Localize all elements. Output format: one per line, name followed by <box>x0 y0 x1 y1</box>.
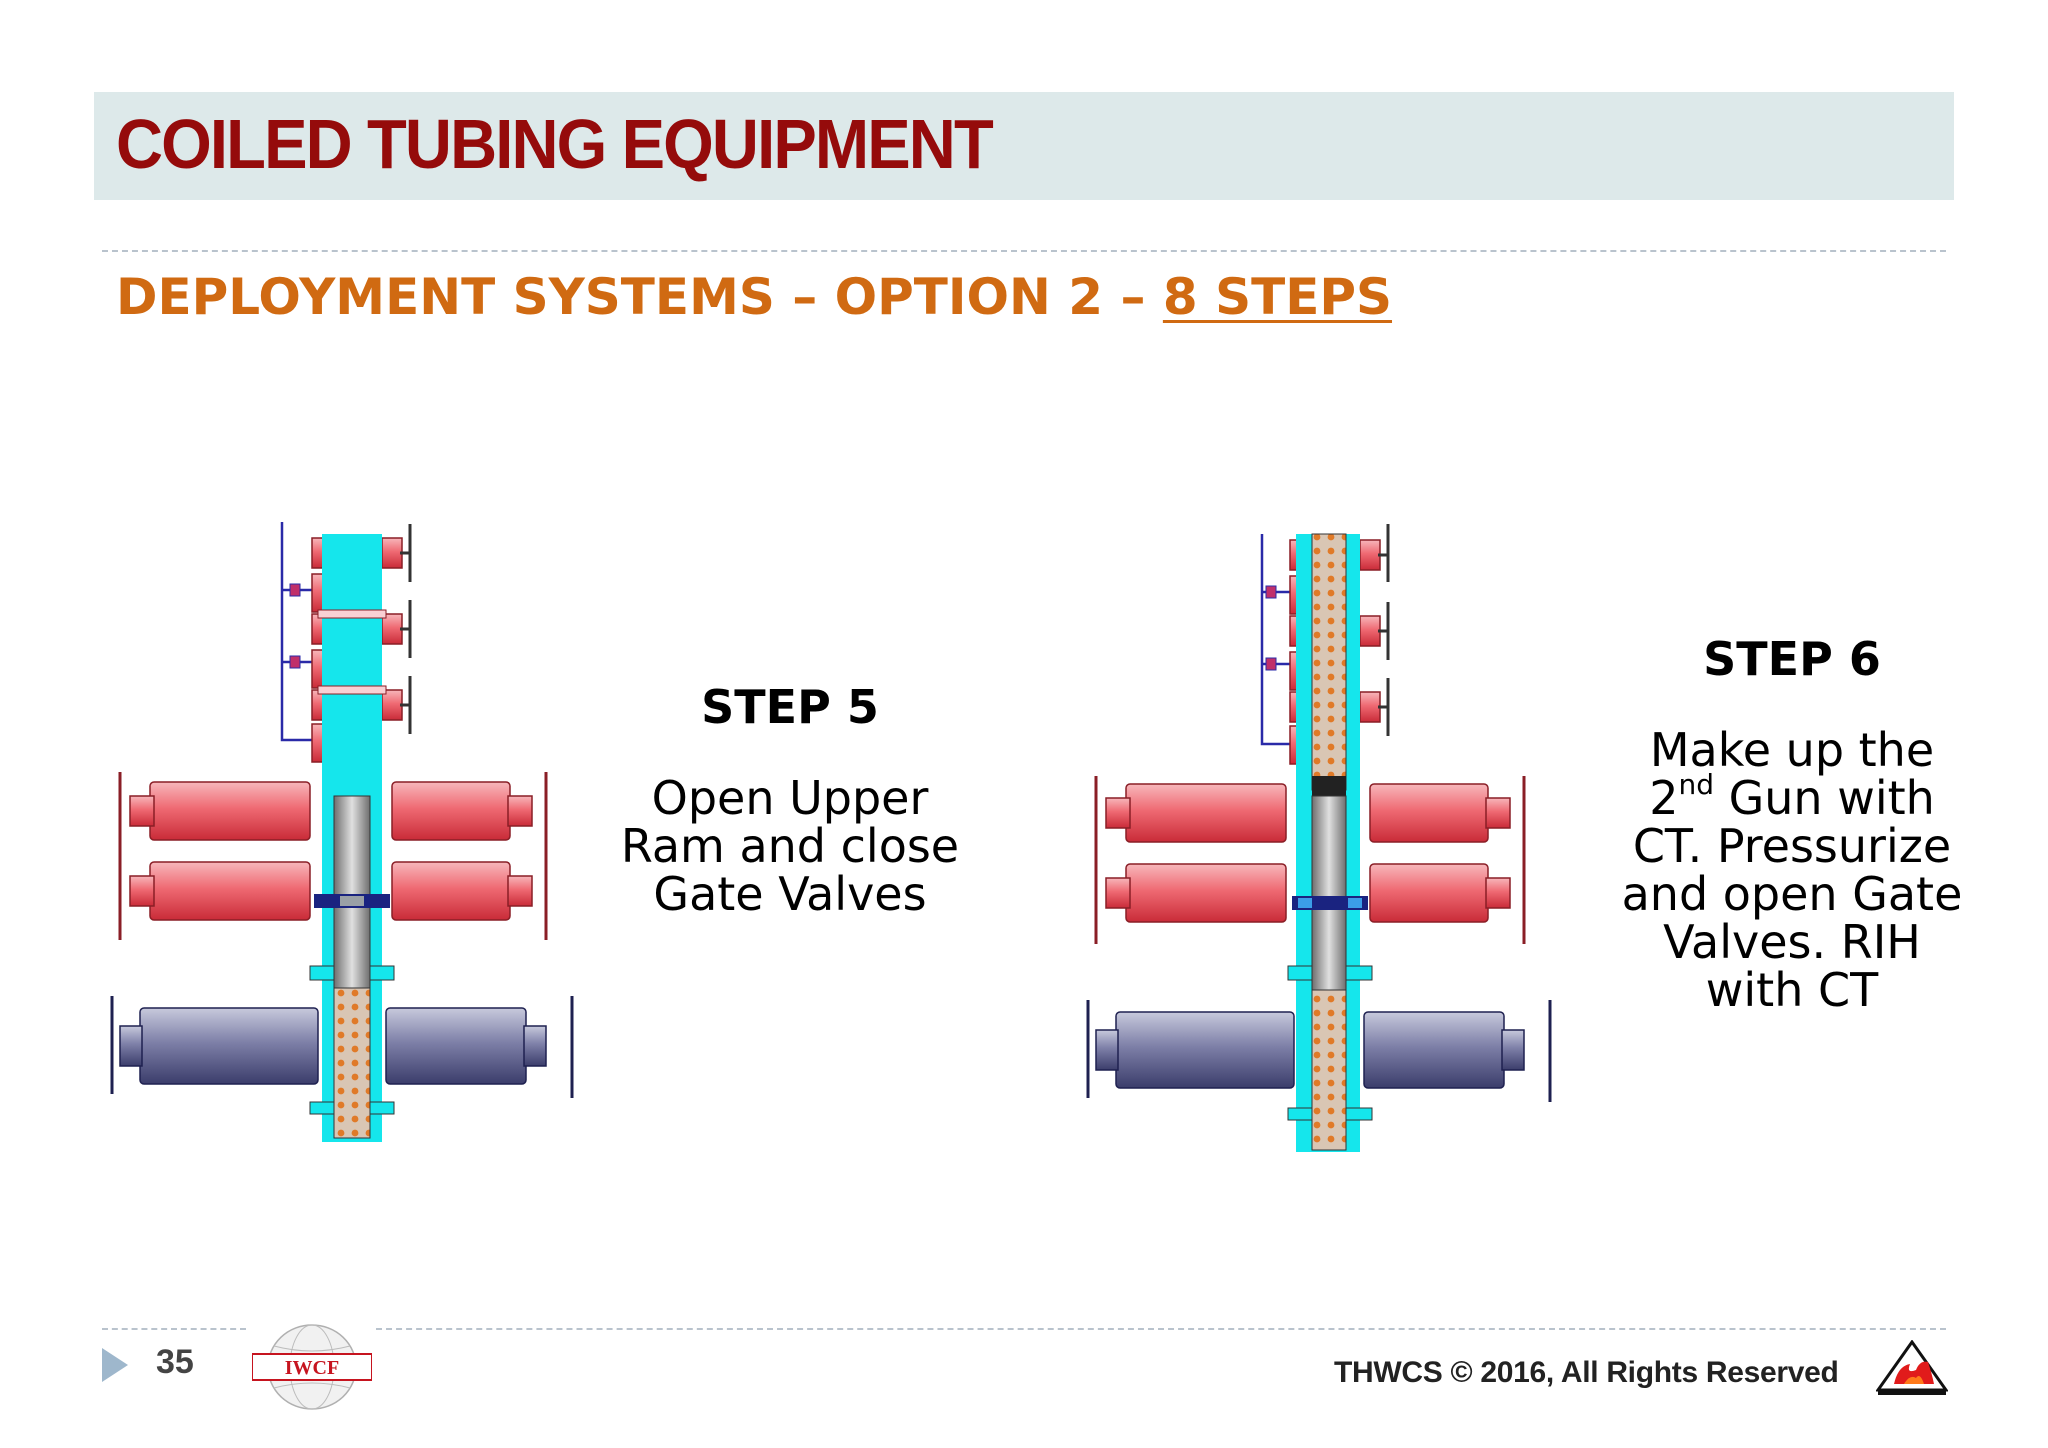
page-number: 35 <box>156 1343 194 1381</box>
bop-stack-diagram-step6 <box>1086 524 1552 1152</box>
footer-divider-right <box>376 1328 1946 1330</box>
step5-line-3: Gate Valves <box>653 867 927 921</box>
step6-line-6: with CT <box>1705 963 1879 1017</box>
bop-stack-diagram-step5 <box>110 522 574 1142</box>
page-arrow-icon <box>102 1348 128 1382</box>
slide-title: COILED TUBING EQUIPMENT <box>116 105 994 183</box>
iwcf-logo: IWCF <box>252 1324 372 1410</box>
step6-line-3: CT. Pressurize <box>1632 819 1952 873</box>
step6-description: Make up the 2nd Gun with CT. Pressurize … <box>1600 726 1984 1014</box>
thwcs-logo <box>1876 1340 1948 1395</box>
footer-divider-left <box>102 1328 246 1330</box>
step6-line-1: Make up the <box>1649 723 1935 777</box>
step6-line-5: Valves. RIH <box>1663 915 1921 969</box>
title-band: COILED TUBING EQUIPMENT <box>94 92 1954 200</box>
step5-line-1: Open Upper <box>651 771 929 825</box>
step5-text: STEP 5 Open Upper Ram and close Gate Val… <box>600 680 980 918</box>
svg-text:IWCF: IWCF <box>285 1357 339 1379</box>
subtitle-text: DEPLOYMENT SYSTEMS – OPTION 2 – <box>116 268 1163 326</box>
slide-subtitle: DEPLOYMENT SYSTEMS – OPTION 2 – 8 STEPS <box>116 268 1392 326</box>
step6-line-4: and open Gate <box>1621 867 1963 921</box>
step5-title: STEP 5 <box>701 680 879 734</box>
copyright-text: THWCS © 2016, All Rights Reserved <box>1334 1356 1839 1389</box>
step6-line-2: 2nd Gun with <box>1649 767 1935 825</box>
step5-line-2: Ram and close <box>620 819 960 873</box>
step6-text: STEP 6 Make up the 2nd Gun with CT. Pres… <box>1600 632 1984 1014</box>
step6-title: STEP 6 <box>1703 632 1881 686</box>
step5-description: Open Upper Ram and close Gate Valves <box>600 774 980 918</box>
steps-link[interactable]: 8 STEPS <box>1162 268 1393 326</box>
top-divider <box>102 250 1946 252</box>
